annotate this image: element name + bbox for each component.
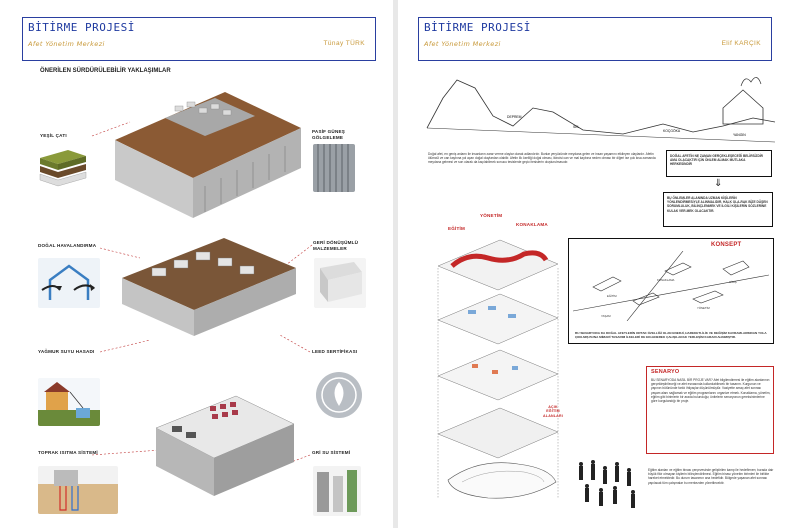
label-egitim: EĞİTİM [448, 226, 466, 231]
concept-label-1: EĞİTİM [607, 293, 617, 298]
project-title: BİTİRME PROJESİ [28, 21, 135, 34]
concept-box: KONSEPT EĞİTİM KONAKLAMA YÖNETİM GİRİŞ Y… [568, 238, 774, 344]
concept-text: BU SENARYODA DA DOĞAL AFETLERİN ORTAK ÖZ… [575, 331, 767, 340]
scenario-box: SENARYO BU SENARYODA NASIL BİR PROJE VAR… [646, 366, 774, 454]
concept-title: KONSEPT [711, 242, 742, 248]
label-yonetim: YÖNETİM [480, 213, 503, 218]
right-page: BİTİRME PROJESİ Afet Yönetim Merkezi Eli… [398, 0, 791, 528]
concept-diagram: EĞİTİM KONAKLAMA YÖNETİM GİRİŞ YAŞAM [573, 251, 769, 321]
right-header: BİTİRME PROJESİ Afet Yönetim Merkezi Eli… [418, 17, 772, 61]
ground-heating-diagram [38, 466, 118, 514]
exploded-axonometric-model [437, 239, 559, 499]
landscape-sketch: DEPREM SEL KOÇGÖKA YANGIN [426, 77, 776, 143]
section-title: ÖNERİLEN SÜRDÜRÜLEBİLİR YAKLAŞIMLAR [40, 68, 171, 74]
label-rain-harvest: YAĞMUR SUYU HASADI [38, 349, 95, 354]
left-page: BİTİRME PROJESİ Afet Yönetim Merkezi Tün… [0, 0, 393, 528]
page-gutter [393, 0, 398, 528]
author-name: Tünay TÜRK [323, 40, 365, 47]
ground-level-model [155, 395, 295, 496]
left-header: BİTİRME PROJESİ Afet Yönetim Merkezi Tün… [22, 17, 376, 61]
shading-panel-image [313, 144, 355, 192]
label-natural-ventilation: DOĞAL HAVALANDIRMA [38, 243, 97, 248]
middle-level-model [122, 238, 296, 336]
sketch-label-sel: SEL [573, 125, 580, 129]
concept-label-4: GİRİŞ [729, 279, 737, 284]
warning-box-2: BU ÖNLEMLER ALANINDA UZMAN KİŞİLERİN YÖN… [663, 192, 773, 227]
label-passive-shading: PASİF GÜNEŞ GÖLGELEME [312, 129, 345, 140]
roof-level-model [115, 92, 301, 218]
people-silhouettes [579, 460, 635, 508]
sketch-label-yangin: YANGIN [733, 133, 746, 137]
warning-text-1: DOĞAL AFETİN NE ZAMAN GERÇEKLEŞECEĞİ BEL… [670, 154, 763, 167]
leed-badge-icon [316, 372, 362, 418]
label-recycled-materials: GERİ DÖNÜŞÜMLÜ MALZEMELER [313, 240, 359, 251]
sketch-label-kocgoka: KOÇGÖKA [663, 129, 681, 133]
warning-text-2: BU ÖNLEMLER ALANINDA UZMAN KİŞİLERİN YÖN… [667, 196, 768, 213]
label-green-roof: YEŞİL ÇATI [40, 133, 67, 138]
rain-harvest-diagram [38, 378, 100, 426]
concept-label-5: YAŞAM [601, 314, 611, 318]
ventilation-diagram-icon [38, 258, 100, 308]
project-title: BİTİRME PROJESİ [424, 21, 531, 34]
label-ground-heating: TOPRAK ISITMA SİSTEMİ [38, 450, 98, 455]
concept-label-3: YÖNETİM [697, 305, 710, 310]
scenario-title: SENARYO [651, 369, 680, 375]
greywater-diagram [313, 466, 361, 516]
project-subtitle: Afet Yönetim Merkezi [424, 40, 501, 48]
bottom-paragraph: Eğitim alanları ve eğitim binası çerçeve… [648, 468, 774, 485]
author-name: Elif KARÇIK [721, 40, 761, 47]
green-roof-layers-image [39, 150, 87, 187]
label-acik-egitim: AÇIK EĞİTİM ALANLARI [543, 405, 563, 418]
concept-label-2: KONAKLAMA [657, 278, 675, 282]
warning-box-1: DOĞAL AFETİN NE ZAMAN GERÇEKLEŞECEĞİ BEL… [666, 150, 772, 177]
label-greywater: GRİ SU SİSTEMİ [312, 450, 351, 455]
intro-paragraph: Doğal afet, en geniş anlamı ile insanlar… [428, 152, 656, 165]
sketch-label-deprem: DEPREM [507, 115, 522, 119]
label-leed: LEED SERTİFİKASI [312, 349, 358, 354]
down-arrow-icon: ⇓ [714, 178, 723, 189]
scenario-text: BU SENARYODA NASIL BİR PROJE VAR? Afet b… [651, 378, 771, 404]
project-subtitle: Afet Yönetim Merkezi [28, 40, 105, 48]
recycled-block-image [314, 258, 366, 308]
label-konaklama: KONAKLAMA [516, 222, 548, 227]
